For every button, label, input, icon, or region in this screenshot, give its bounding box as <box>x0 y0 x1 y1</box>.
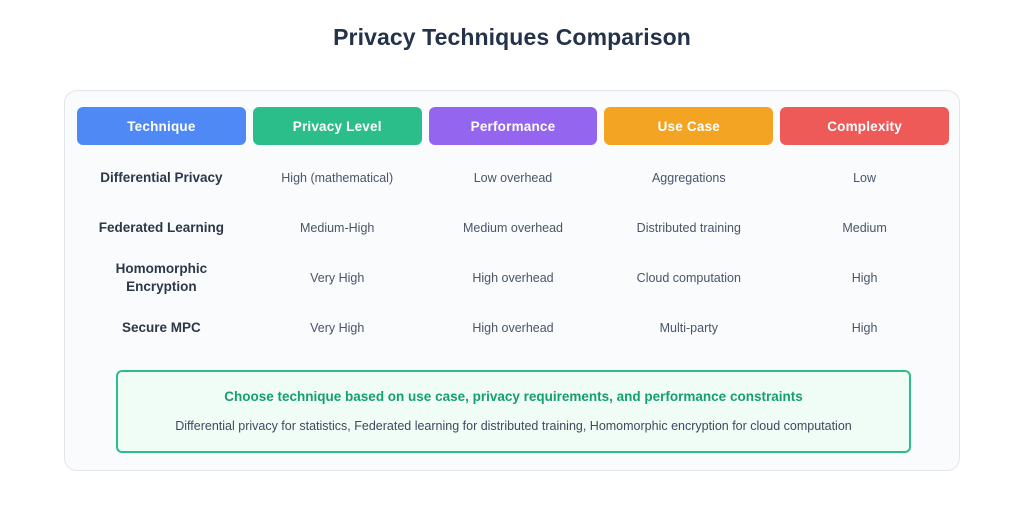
column-header-technique: Technique <box>77 107 246 145</box>
table-body: Differential Privacy High (mathematical)… <box>77 153 949 353</box>
cell-complexity: Medium <box>842 220 887 235</box>
cell-privacy-level: Medium-High <box>300 220 375 235</box>
table-row: Federated Learning Medium-High Medium ov… <box>77 203 949 253</box>
callout-heading: Choose technique based on use case, priv… <box>224 389 803 404</box>
column-header-privacy-level: Privacy Level <box>252 107 422 145</box>
column-header-complexity: Complexity <box>780 107 949 145</box>
cell-use-case: Cloud computation <box>636 270 741 285</box>
column-header-use-case: Use Case <box>604 107 774 145</box>
cell-technique: Homomorphic Encryption <box>115 261 208 294</box>
cell-complexity: High <box>851 270 878 285</box>
cell-performance: High overhead <box>472 270 554 285</box>
cell-performance: Low overhead <box>473 170 553 185</box>
cell-technique: Differential Privacy <box>100 170 223 186</box>
table-row: Differential Privacy High (mathematical)… <box>77 153 949 203</box>
table-row: Homomorphic Encryption Very High High ov… <box>77 253 949 303</box>
callout-subtext: Differential privacy for statistics, Fed… <box>175 418 852 433</box>
cell-use-case: Aggregations <box>651 170 726 185</box>
cell-use-case: Distributed training <box>636 220 741 235</box>
cell-technique: Secure MPC <box>122 320 201 336</box>
page-title: Privacy Techniques Comparison <box>333 24 691 50</box>
cell-performance: Medium overhead <box>462 220 564 235</box>
table-header-row: Technique Privacy Level Performance Use … <box>77 107 949 145</box>
comparison-card: Technique Privacy Level Performance Use … <box>64 90 960 471</box>
column-header-label: Complexity <box>827 118 902 134</box>
cell-technique: Federated Learning <box>98 220 225 236</box>
cell-privacy-level: Very High <box>310 320 365 335</box>
column-header-label: Performance <box>470 118 556 134</box>
cell-privacy-level: High (mathematical) <box>281 170 394 185</box>
cell-use-case: Multi-party <box>659 320 718 335</box>
comparison-table: Technique Privacy Level Performance Use … <box>77 107 949 353</box>
column-header-label: Privacy Level <box>292 118 382 134</box>
column-header-label: Use Case <box>657 118 720 134</box>
cell-performance: High overhead <box>472 320 554 335</box>
cell-complexity: High <box>851 320 878 335</box>
recommendation-callout: Choose technique based on use case, priv… <box>116 370 911 454</box>
column-header-label: Technique <box>127 118 196 134</box>
cell-privacy-level: Very High <box>310 270 365 285</box>
table-row: Secure MPC Very High High overhead Multi… <box>77 303 949 353</box>
column-header-performance: Performance <box>428 107 598 145</box>
cell-complexity: Low <box>853 170 877 185</box>
